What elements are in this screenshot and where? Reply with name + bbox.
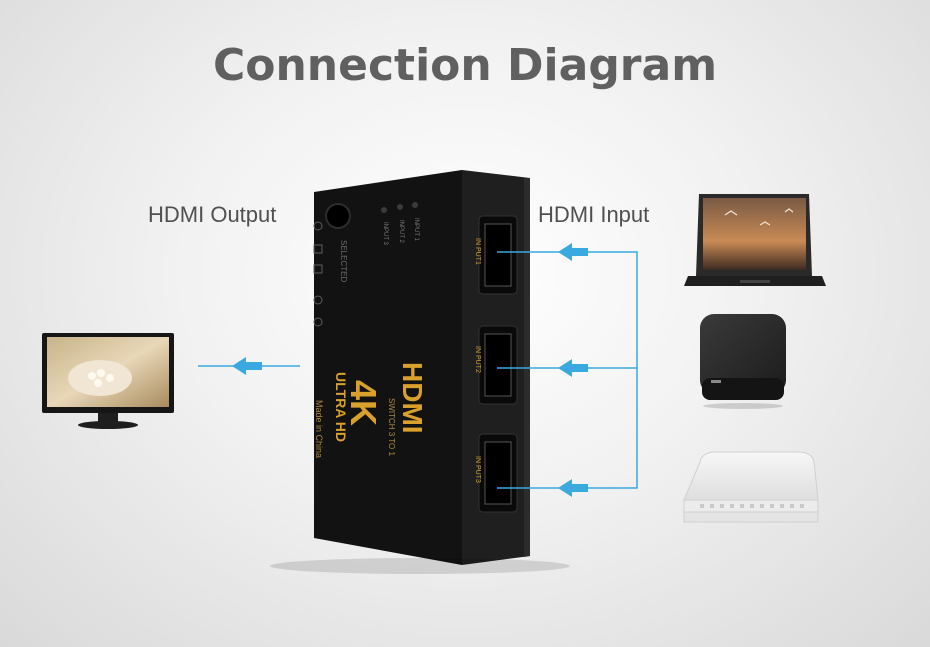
hdmi-port-3[interactable]	[478, 433, 518, 513]
led-input-1	[412, 202, 418, 208]
led-input-3	[381, 207, 387, 213]
monitor-icon	[42, 333, 174, 429]
input-arrow-1	[558, 243, 588, 261]
switch-subtitle: SWITCH 3 TO 1	[387, 398, 396, 456]
led-label-1: INPUT 1	[413, 218, 419, 242]
input-arrow-2	[558, 359, 588, 377]
selected-label: SELECTED	[339, 240, 348, 282]
ultra-hd-label: ULTRA HD	[333, 372, 349, 442]
hdmi-input-label: HDMI Input	[538, 202, 650, 227]
origin-label: Made in China	[314, 400, 324, 458]
hdmi-port-1[interactable]	[478, 215, 518, 295]
output-arrow	[198, 357, 300, 375]
page-title: Connection Diagram	[212, 40, 718, 91]
select-button[interactable]	[325, 203, 351, 229]
hdmi-output-label: HDMI Output	[148, 202, 277, 227]
led-input-2	[397, 204, 403, 210]
laptop-icon	[684, 194, 826, 286]
hdmi-port-2[interactable]	[478, 325, 518, 405]
hdmi-switch-device: SELECTED INPUT 1 INPUT 2 INPUT 3 HDMI SW…	[270, 170, 570, 574]
tv-box-icon	[700, 314, 786, 409]
media-box-icon	[683, 451, 819, 523]
port-label-2: IN PUT2	[474, 346, 481, 373]
input-arrow-3	[558, 479, 588, 497]
led-label-3: INPUT 3	[382, 222, 388, 246]
led-label-2: INPUT 2	[398, 220, 404, 244]
port-label-1: IN PUT1	[474, 238, 481, 265]
port-label-3: IN PUT3	[474, 456, 481, 483]
resolution-badge: 4K	[343, 380, 384, 426]
hdmi-logo: HDMI	[397, 362, 428, 434]
